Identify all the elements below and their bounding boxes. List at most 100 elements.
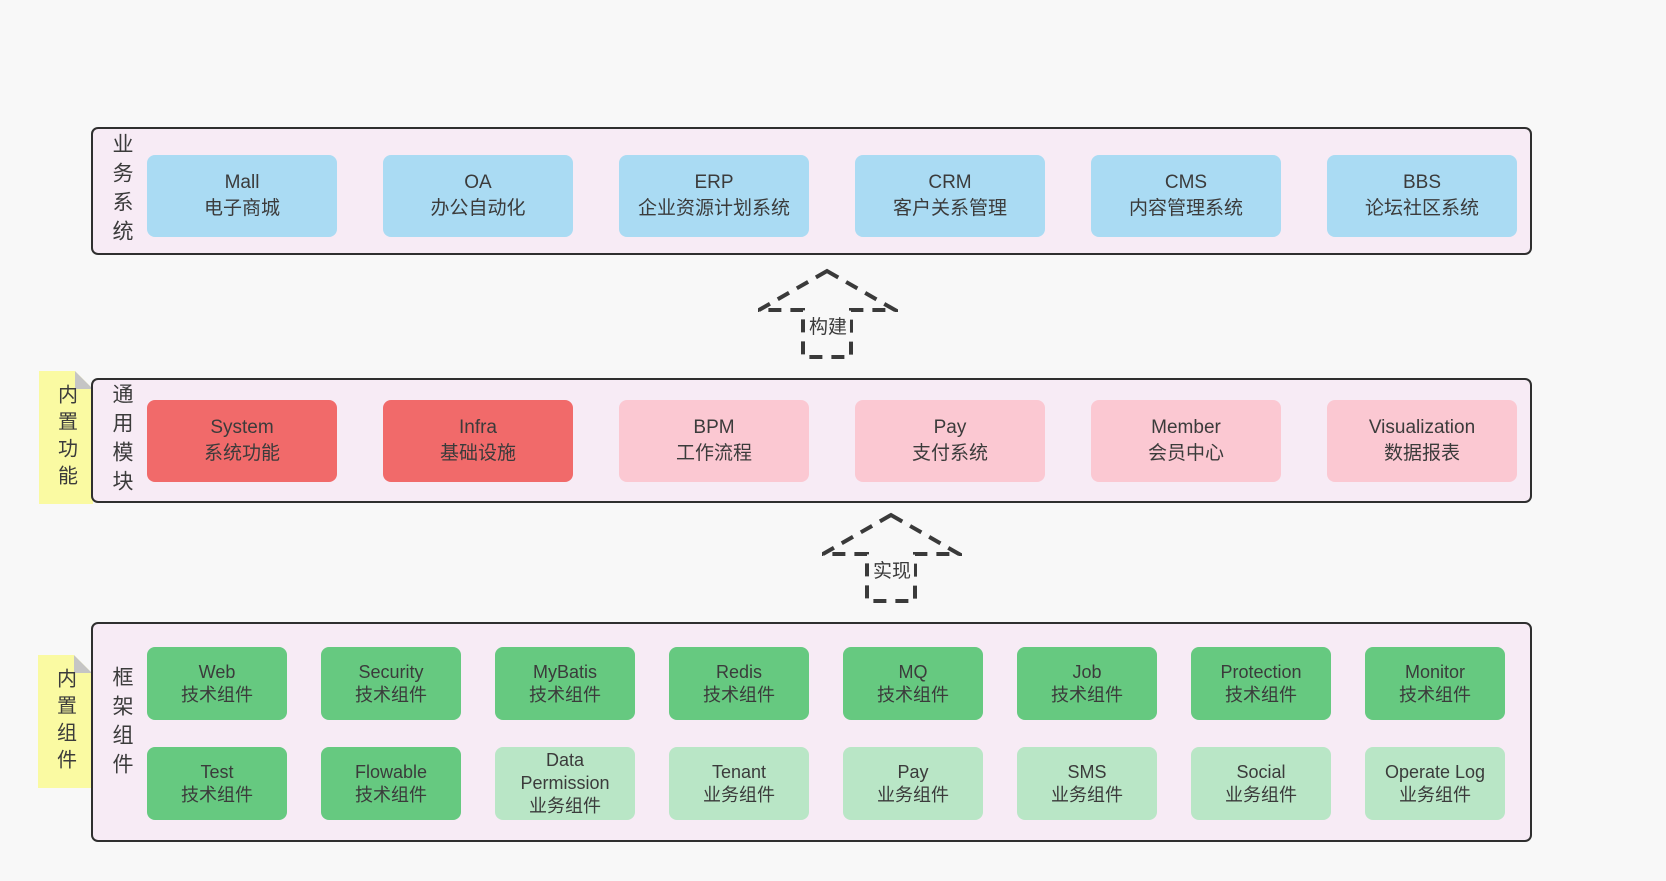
box-title: BPM: [693, 416, 735, 438]
box-title: Web: [198, 661, 236, 682]
box-title: CMS: [1164, 171, 1208, 193]
box-subtitle: 业务组件: [703, 784, 775, 805]
box-cms: CMS 内容管理系统: [1091, 155, 1281, 237]
box-subtitle: 企业资源计划系统: [637, 198, 790, 219]
box-subtitle: 技术组件: [1225, 684, 1297, 705]
box-subtitle: 技术组件: [529, 684, 601, 705]
box-subtitle: 技术组件: [355, 784, 427, 805]
box-subtitle: 内容管理系统: [1128, 198, 1243, 219]
box-subtitle: 业务组件: [529, 795, 601, 816]
arrow-implement-label: 实现: [869, 556, 915, 583]
box-title: OA: [464, 171, 492, 193]
panel-business-systems: 业务系统 Mall 电子商城 OA 办公自动化 ERP 企业资源计划系统 CRM 客户关系管理…: [91, 127, 1532, 255]
panel-label-business-systems: 业务系统: [110, 133, 133, 249]
box-subtitle: 技术组件: [181, 684, 253, 705]
box-bbs: BBS 论坛社区系统: [1327, 155, 1517, 237]
box-title: Operate Log: [1384, 761, 1486, 782]
box-title: MQ: [898, 661, 928, 682]
side-note-builtin-features: 内置功能: [39, 371, 93, 504]
box-title: Protection: [1220, 661, 1302, 682]
box-title: BBS: [1402, 171, 1442, 193]
box-title: Monitor: [1404, 661, 1466, 682]
box-subtitle: 数据报表: [1383, 443, 1460, 464]
box-bpm: BPM 工作流程: [619, 400, 809, 482]
side-note-text: 内置组件: [53, 667, 76, 776]
panel-label-common-modules: 通用模块: [110, 382, 133, 499]
box-visualization: Visualization 数据报表: [1327, 400, 1517, 482]
box-title: Pay: [897, 761, 929, 782]
box-title: Job: [1072, 661, 1102, 682]
box-title: System: [210, 416, 274, 438]
arrow-build: 构建: [758, 268, 898, 360]
box-title: Infra: [458, 416, 498, 438]
business-systems-row: Mall 电子商城 OA 办公自动化 ERP 企业资源计划系统 CRM 客户关系管理 CMS 内容…: [147, 155, 1517, 237]
box-crm: CRM 客户关系管理: [855, 155, 1045, 237]
box-mall: Mall 电子商城: [147, 155, 337, 237]
box-title: SMS: [1067, 761, 1107, 782]
box-title: Visualization: [1368, 416, 1476, 438]
box-title: Redis: [715, 661, 763, 682]
box-title: Security: [358, 661, 424, 682]
box-title: Test: [200, 761, 234, 782]
box-subtitle: 电子商城: [203, 198, 280, 219]
box-subtitle: 技术组件: [181, 784, 253, 805]
box-infra: Infra 基础设施: [383, 400, 573, 482]
box-title: Data Permission: [520, 750, 610, 794]
box-title: Pay: [933, 416, 967, 438]
box-subtitle: 业务组件: [1051, 784, 1123, 805]
arrow-implement: 实现: [822, 512, 962, 604]
box-subtitle: 支付系统: [911, 443, 988, 464]
box-title: Mall: [224, 171, 260, 193]
box-title: Social: [1236, 761, 1286, 782]
box-subtitle: 客户关系管理: [892, 198, 1007, 219]
box-system: System 系统功能: [147, 400, 337, 482]
box-title: Member: [1151, 416, 1221, 438]
panel-common-modules: 通用模块 System 系统功能 Infra 基础设施 BPM 工作流程 Pay 支付系统 Me…: [91, 378, 1532, 503]
box-subtitle: 办公自动化: [430, 198, 526, 219]
box-subtitle: 系统功能: [203, 443, 280, 464]
side-note-text: 内置功能: [54, 383, 77, 492]
box-pay: Pay 支付系统: [855, 400, 1045, 482]
box-subtitle: 技术组件: [1051, 684, 1123, 705]
box-subtitle: 论坛社区系统: [1364, 198, 1479, 219]
panel-label-framework-components: 框架组件: [110, 666, 133, 782]
box-subtitle: 业务组件: [1225, 784, 1297, 805]
box-oa: OA 办公自动化: [383, 155, 573, 237]
box-subtitle: 技术组件: [1399, 684, 1471, 705]
box-subtitle: 技术组件: [355, 684, 427, 705]
box-title: CRM: [928, 171, 972, 193]
box-title: Tenant: [711, 761, 767, 782]
box-subtitle: 工作流程: [675, 443, 752, 464]
box-title: ERP: [694, 171, 734, 193]
box-subtitle: 业务组件: [1399, 784, 1471, 805]
box-subtitle: 基础设施: [439, 443, 516, 464]
box-subtitle: 业务组件: [877, 784, 949, 805]
box-erp: ERP 企业资源计划系统: [619, 155, 809, 237]
arrow-build-label: 构建: [805, 312, 851, 339]
box-title: Flowable: [354, 761, 428, 782]
box-title: MyBatis: [532, 661, 597, 682]
side-note-builtin-components: 内置组件: [38, 655, 92, 788]
box-subtitle: 技术组件: [703, 684, 775, 705]
